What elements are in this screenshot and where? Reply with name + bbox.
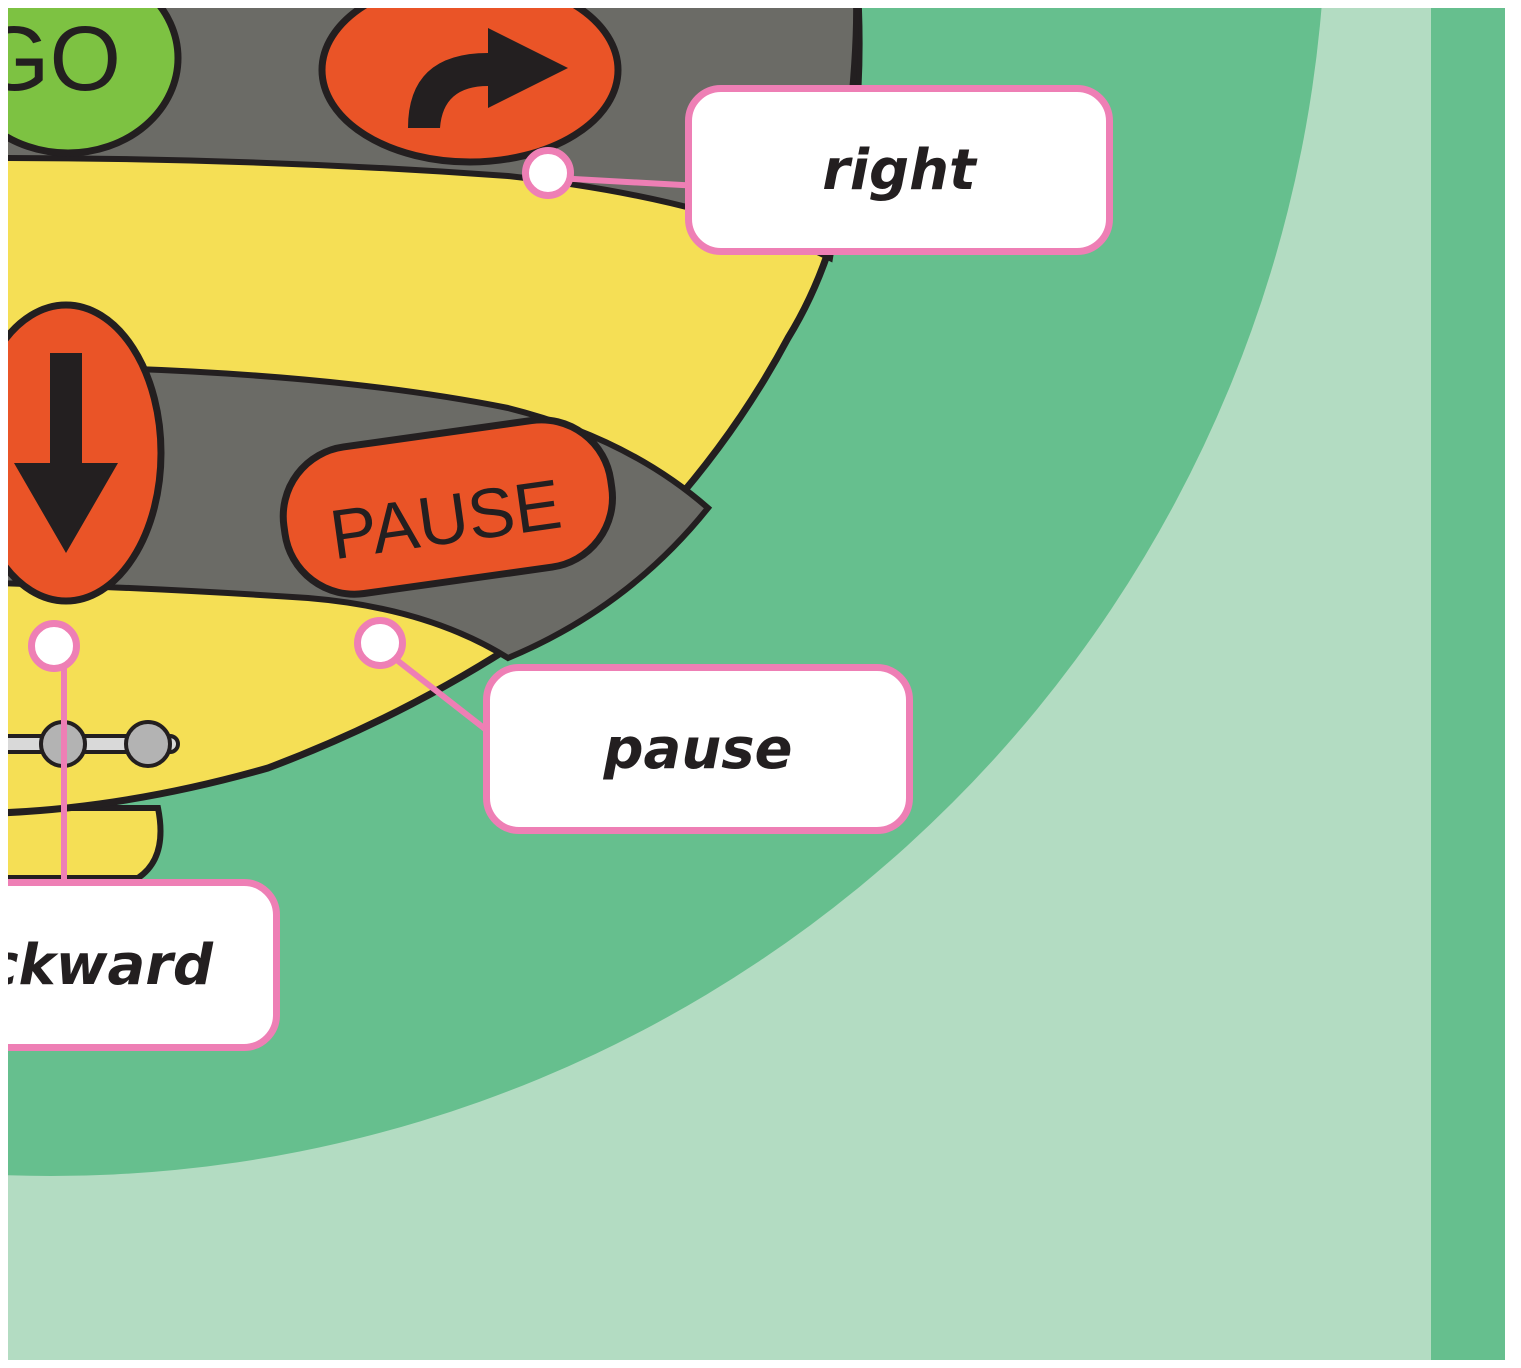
turn-right-arrow-icon — [408, 28, 568, 128]
go-button-text: GO — [8, 8, 121, 110]
callout-dot-pause — [354, 617, 406, 669]
down-arrow-icon — [14, 353, 118, 553]
callout-dot-right — [522, 147, 574, 199]
robot-foot — [8, 805, 164, 881]
poster-page: GO PAUSE right pause ckward — [8, 8, 1505, 1360]
label-backward: ckward — [8, 879, 280, 1051]
go-button — [8, 8, 182, 157]
right-border-strip — [1431, 8, 1505, 1360]
label-pause: pause — [483, 664, 913, 834]
backward-button — [8, 301, 165, 605]
callout-dot-backward — [28, 620, 80, 672]
label-right: right — [685, 85, 1113, 255]
pause-button — [279, 416, 616, 598]
